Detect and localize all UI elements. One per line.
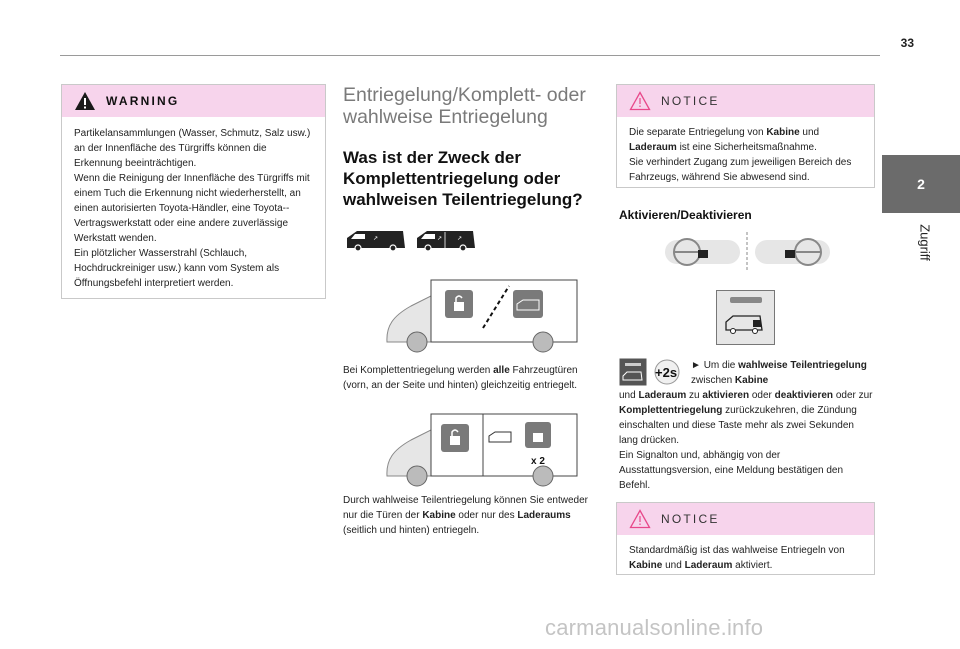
notice-triangle-icon <box>629 509 651 529</box>
para-full-unlock: Bei Komplettentriegelung werden alle Fah… <box>343 363 588 393</box>
notice2-bold1: Kabine <box>629 560 663 571</box>
warning-box: WARNING Partikelansammlungen (Wasser, Sc… <box>61 84 326 299</box>
chapter-tab-number: 2 <box>917 176 925 192</box>
activate-b6: Komplettentriegelung <box>619 405 723 416</box>
para-selective-unlock: Durch wahlweise Teilentriegelung können … <box>343 493 588 538</box>
para2-bold2: Laderaums <box>517 510 571 521</box>
notice-header: NOTICE <box>617 85 874 117</box>
chapter-label: Zugriff <box>890 205 950 275</box>
notice-title: NOTICE <box>661 94 720 108</box>
svg-text:↗: ↗ <box>437 236 442 242</box>
notice2-post: aktiviert. <box>732 560 773 571</box>
button-plus-2s-icon: +2s <box>619 358 680 386</box>
arrow-bullet-icon: ► <box>691 360 704 371</box>
svg-text:↗: ↗ <box>373 236 378 242</box>
notice2-pre: Standardmäßig ist das wahlweise Entriege… <box>629 545 845 556</box>
van-unlock-icon <box>513 290 543 318</box>
notice-box-2: NOTICE Standardmäßig ist das wahlweise E… <box>616 502 875 575</box>
para1-post: Fahrzeugtüren (vorn, an der Seite und hi… <box>343 365 578 391</box>
notice1-bold1: Kabine <box>766 127 800 138</box>
van-figure-selective-unlock: x 2 <box>386 413 578 487</box>
van-icon: ↗↗ <box>417 231 475 252</box>
warning-para-3: Ein plötzlicher Wasserstrahl (Schlauch, … <box>74 248 280 289</box>
notice-triangle-icon <box>629 91 651 111</box>
activate-b5: deaktivieren <box>774 390 834 401</box>
notice-title: NOTICE <box>661 512 720 526</box>
top-rule <box>60 55 880 56</box>
van-figure-full-unlock <box>386 279 578 353</box>
notice1-line2: Sie verhindert Zugang zum jeweiligen Ber… <box>629 157 852 183</box>
hold-2s-badge: +2s <box>655 365 677 380</box>
svg-text:↗: ↗ <box>457 236 462 242</box>
activate-b3: Laderaum <box>638 390 687 401</box>
warning-para-1: Partikelansammlungen (Wasser, Schmutz, S… <box>74 128 311 169</box>
warning-title: WARNING <box>106 94 180 108</box>
activate-t4: zu <box>686 390 703 401</box>
notice2-bold2: Laderaum <box>684 560 733 571</box>
para1-bold: alle <box>493 365 510 376</box>
notice-header: NOTICE <box>617 503 874 535</box>
van-icon: ↗ <box>347 231 405 252</box>
lock-icon <box>753 320 761 327</box>
page-number: 33 <box>900 36 914 50</box>
para2-bold1: Kabine <box>422 510 456 521</box>
section-heading: Entriegelung/Komplett- oder wahlweise En… <box>343 84 586 128</box>
notice-body: Standardmäßig ist das wahlweise Entriege… <box>617 535 874 583</box>
notice-box-1: NOTICE Die separate Entriegelung von Kab… <box>616 84 875 188</box>
watermark[interactable]: carmanualsonline.info <box>545 615 764 640</box>
notice1-bold2: Laderaum <box>629 142 677 153</box>
activate-b2: Kabine <box>734 375 769 386</box>
activate-instructions: ► Um die wahlweise Teilentriegelung zwis… <box>619 358 874 493</box>
activate-b4: aktivieren <box>702 390 750 401</box>
para1-pre: Bei Komplettentriegelung werden <box>343 365 494 376</box>
activate-t6: oder zur <box>833 390 873 401</box>
para2-post: (seitlich und hinten) entriegeln. <box>343 525 480 536</box>
notice2-mid: und <box>662 560 685 571</box>
activate-heading: Aktivieren/Deaktivieren <box>619 208 752 222</box>
activate-t2: zwischen <box>691 375 735 386</box>
warning-triangle-icon <box>75 92 95 110</box>
warning-header: WARNING <box>62 85 325 117</box>
badge-x2: x 2 <box>531 456 545 467</box>
chapter-tab[interactable]: 2 <box>882 155 960 213</box>
notice1-line1: Die separate Entriegelung von Kabine und… <box>629 125 862 155</box>
steering-wheel-figure <box>665 232 830 272</box>
chapter-label-text: Zugriff <box>917 224 933 261</box>
warning-para-2: Wenn die Reinigung der Innenfläche des T… <box>74 173 310 244</box>
notice1-mid: und <box>799 127 820 138</box>
activate-t3: und <box>619 390 639 401</box>
activate-b1: wahlweise Teilentriegelung <box>738 360 867 371</box>
para2-mid: oder nur des <box>455 510 518 521</box>
warning-body: Partikelansammlungen (Wasser, Schmutz, S… <box>62 117 325 301</box>
notice-body: Die separate Entriegelung von Kabine und… <box>617 117 874 195</box>
button-panel-figure <box>716 290 775 345</box>
para2-pre: Durch wahlweise Teilentriegelung können … <box>343 495 588 521</box>
activate-t1: Um die <box>703 360 739 371</box>
activate-line2: Ein Signalton und, abhängig von der Auss… <box>619 450 844 491</box>
notice1-post: ist eine Sicherheitsmaßnahme. <box>676 142 817 153</box>
activate-t7: zurückzukehren, die Zündung einschalten … <box>619 405 857 446</box>
van-icons-pair: ↗ ↗↗ <box>347 231 475 252</box>
section-subheading: Was ist der Zweck der Komplettentriegelu… <box>343 148 583 209</box>
activate-t5: oder <box>749 390 775 401</box>
notice1-pre: Die separate Entriegelung von <box>629 127 767 138</box>
